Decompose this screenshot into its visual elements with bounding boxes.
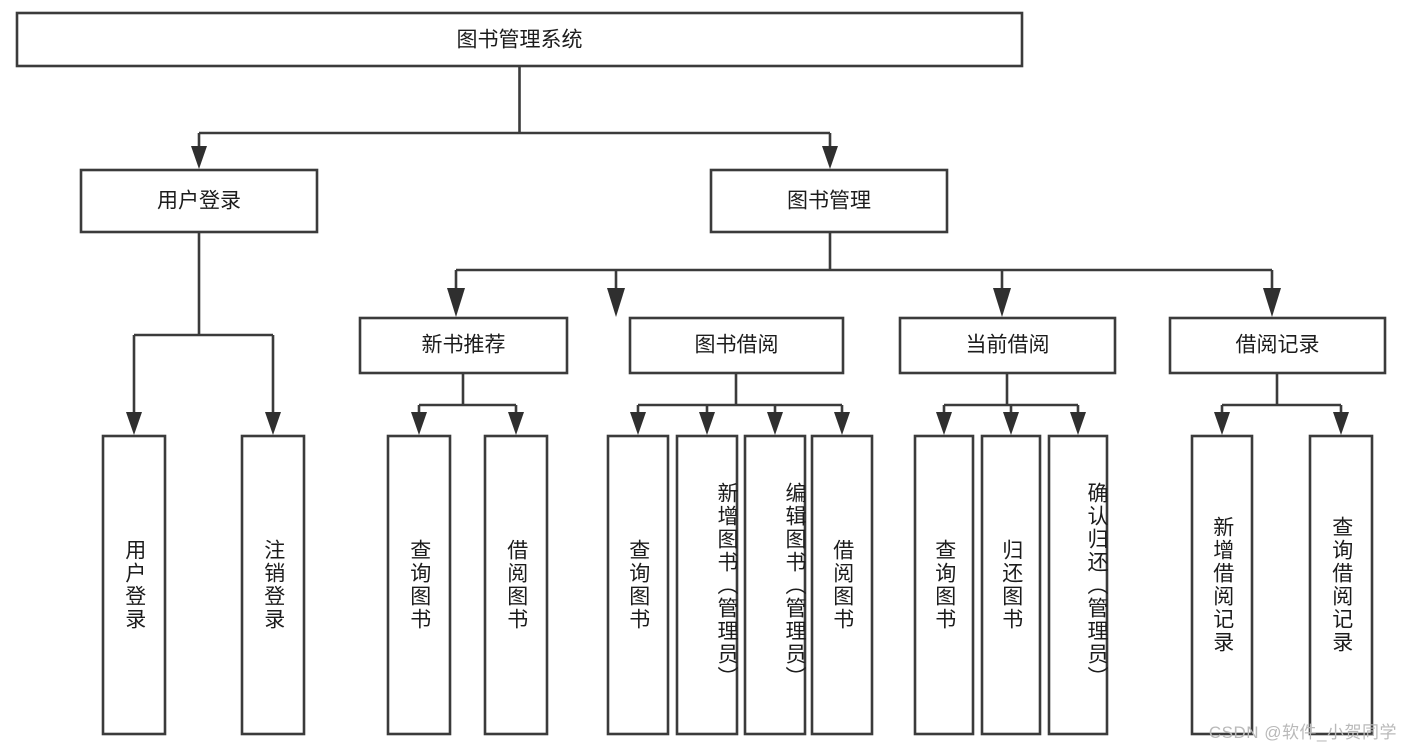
node-root[interactable]: 图书管理系统	[15, 11, 1024, 68]
leaf-rec-borrow-book-rect[interactable]	[483, 434, 549, 736]
node-current-borrow-label: 当前借阅	[966, 334, 1050, 357]
connector-borrowrecord-to-leaves	[1214, 373, 1349, 435]
node-current-borrow[interactable]: 当前借阅	[898, 316, 1117, 375]
node-borrow-record[interactable]: 借阅记录	[1168, 316, 1387, 375]
leaf-current-return-book-rect[interactable]	[980, 434, 1042, 736]
leaf-record-query-rect[interactable]	[1308, 434, 1374, 736]
leaf-user-login-rect[interactable]	[101, 434, 167, 736]
node-book-manage[interactable]: 图书管理	[709, 168, 949, 234]
connector-currentborrow-to-leaves	[936, 373, 1086, 435]
node-new-book-recommend[interactable]: 新书推荐	[358, 316, 569, 375]
leaf-current-confirm-return-rect[interactable]	[1047, 434, 1109, 736]
connector-bookmanage-to-level3	[447, 232, 1281, 317]
leaf-current-query-book-rect[interactable]	[913, 434, 975, 736]
leaf-user-logout-rect[interactable]	[240, 434, 306, 736]
node-book-manage-label: 图书管理	[787, 190, 871, 213]
leaf-nodes	[101, 434, 1374, 736]
leaf-record-add-rect[interactable]	[1190, 434, 1254, 736]
watermark: CSDN @软件_小贺同学	[1208, 723, 1397, 742]
node-user-login-label: 用户登录	[157, 190, 241, 213]
node-book-borrow[interactable]: 图书借阅	[628, 316, 845, 375]
connector-bookborrow-to-leaves	[630, 373, 850, 435]
node-root-label: 图书管理系统	[457, 29, 583, 52]
connector-newbook-to-leaves	[411, 373, 524, 435]
node-new-book-recommend-label: 新书推荐	[422, 334, 506, 357]
leaf-rec-query-book-rect[interactable]	[386, 434, 452, 736]
leaf-borrow-edit-book-rect[interactable]	[743, 434, 807, 736]
leaf-borrow-query-book-rect[interactable]	[606, 434, 670, 736]
leaf-borrow-lend-book-rect[interactable]	[810, 434, 874, 736]
leaf-borrow-add-book-rect[interactable]	[675, 434, 739, 736]
connector-userlogin-to-leaves	[126, 232, 281, 435]
connector-root-to-level2	[191, 66, 838, 169]
node-user-login[interactable]: 用户登录	[79, 168, 319, 234]
node-book-borrow-label: 图书借阅	[695, 334, 779, 357]
node-borrow-record-label: 借阅记录	[1236, 334, 1320, 357]
